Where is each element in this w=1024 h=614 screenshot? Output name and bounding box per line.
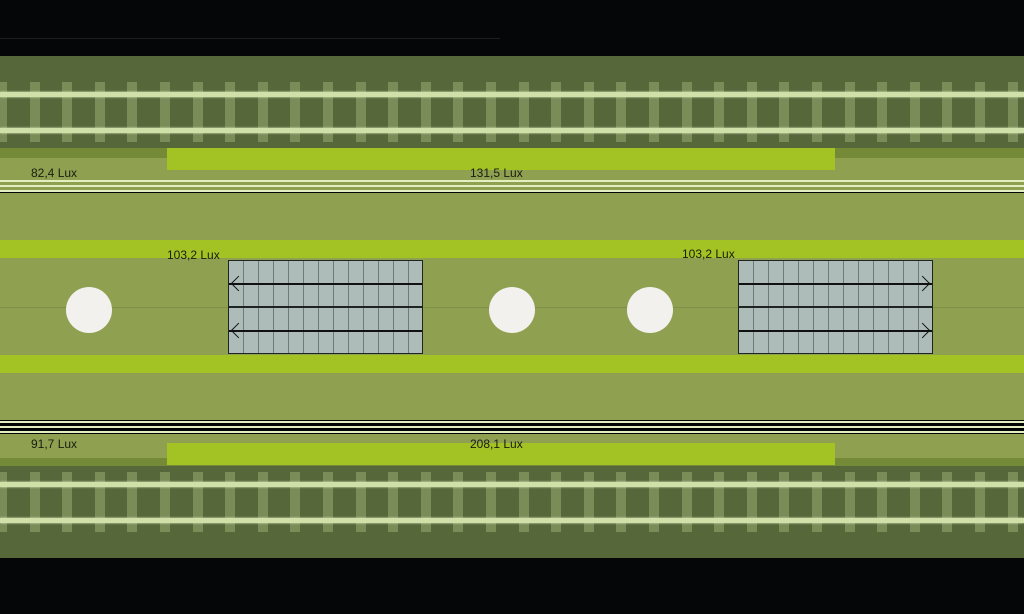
- sleeper: [0, 82, 7, 142]
- sleeper: [551, 472, 562, 532]
- lit-band: [0, 240, 1024, 258]
- sleeper: [812, 82, 822, 142]
- rail: [0, 128, 1024, 133]
- escalator-right-lower: [738, 307, 933, 354]
- sleeper: [877, 472, 888, 532]
- lux-label-top-center: 131,5 Lux: [470, 166, 523, 180]
- sleeper: [0, 472, 7, 532]
- escalator-left-upper: [228, 260, 423, 307]
- column: [66, 287, 112, 333]
- sleeper: [1007, 82, 1018, 142]
- lit-band: [0, 355, 1024, 373]
- sleeper: [681, 472, 692, 532]
- sleeper: [583, 82, 594, 142]
- sleeper: [877, 82, 888, 142]
- sleeper: [714, 472, 725, 532]
- tactile-line: [0, 431, 1024, 433]
- sleeper: [616, 472, 627, 532]
- sleeper: [388, 82, 399, 142]
- sleeper: [62, 82, 73, 142]
- sleeper: [746, 82, 757, 142]
- sleeper: [355, 82, 366, 142]
- sleeper: [323, 82, 333, 142]
- sleeper: [486, 472, 496, 532]
- sleeper: [779, 82, 790, 142]
- sleeper: [62, 472, 73, 532]
- track-bottom: [0, 466, 1024, 558]
- platform: [0, 193, 1024, 240]
- track-top: [0, 56, 1024, 148]
- sleeper: [225, 82, 236, 142]
- sleeper: [518, 472, 529, 532]
- sleeper: [127, 472, 138, 532]
- sleeper: [975, 82, 985, 142]
- lux-label-top-left: 82,4 Lux: [31, 166, 78, 180]
- lit-zone-bottom: [167, 443, 835, 465]
- sleeper: [649, 472, 659, 532]
- sleeper: [127, 82, 138, 142]
- sleeper: [812, 472, 822, 532]
- sleeper: [453, 472, 464, 532]
- sleeper: [1007, 472, 1018, 532]
- sleeper: [909, 472, 920, 532]
- sleeper: [420, 82, 431, 142]
- rail: [0, 482, 1024, 487]
- sleeper: [486, 82, 496, 142]
- column: [627, 287, 673, 333]
- lit-zone-top: [167, 148, 835, 170]
- sleeper: [290, 82, 301, 142]
- sleeper: [225, 472, 236, 532]
- sleeper: [160, 82, 170, 142]
- lux-label-mid-right: 103,2 Lux: [682, 247, 735, 261]
- lux-label-mid-left: 103,2 Lux: [167, 248, 220, 262]
- sleeper: [192, 82, 203, 142]
- tactile-line: [0, 426, 1024, 428]
- tactile-line: [0, 190, 1024, 192]
- sleeper: [844, 472, 855, 532]
- escalator-left-lower: [228, 307, 423, 354]
- lux-label-bottom-center: 208,1 Lux: [470, 437, 523, 451]
- sleeper: [94, 472, 105, 532]
- lux-label-bottom-left: 91,7 Lux: [31, 437, 78, 451]
- sleeper: [779, 472, 790, 532]
- sleeper: [649, 82, 659, 142]
- sleeper: [518, 82, 529, 142]
- sleeper: [257, 472, 268, 532]
- top-divider: [0, 38, 500, 39]
- sleeper: [909, 82, 920, 142]
- sleeper: [257, 82, 268, 142]
- tactile-line: [0, 185, 1024, 187]
- sleeper: [942, 82, 953, 142]
- sleeper: [94, 82, 105, 142]
- sleeper: [942, 472, 953, 532]
- tactile-line: [0, 421, 1024, 423]
- sleeper: [160, 472, 170, 532]
- platform: [0, 373, 1024, 420]
- sleeper: [681, 82, 692, 142]
- sleeper: [975, 472, 985, 532]
- sleeper: [551, 82, 562, 142]
- sleeper: [29, 82, 40, 142]
- sleeper: [583, 472, 594, 532]
- sleeper: [714, 82, 725, 142]
- sleeper: [453, 82, 464, 142]
- sleeper: [844, 82, 855, 142]
- sleeper: [746, 472, 757, 532]
- sleeper: [420, 472, 431, 532]
- sleeper: [616, 82, 627, 142]
- escalator-right-upper: [738, 260, 933, 307]
- sleeper: [192, 472, 203, 532]
- column: [489, 287, 535, 333]
- sleeper: [355, 472, 366, 532]
- sleeper: [29, 472, 40, 532]
- sleeper: [388, 472, 399, 532]
- tactile-line: [0, 180, 1024, 182]
- rail: [0, 518, 1024, 523]
- sleeper: [323, 472, 333, 532]
- sleeper: [290, 472, 301, 532]
- rail: [0, 92, 1024, 97]
